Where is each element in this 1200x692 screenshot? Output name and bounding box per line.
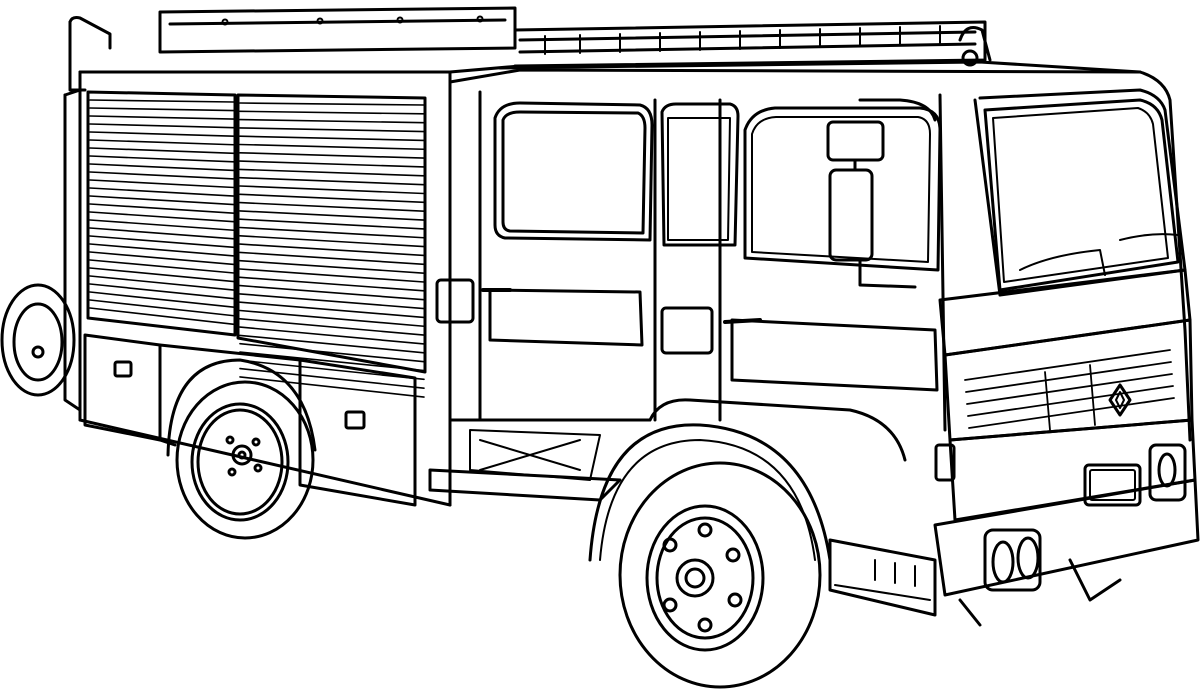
roller-shutter-right — [238, 95, 425, 372]
shutter-slat — [90, 180, 234, 188]
shutter-slat — [90, 140, 234, 145]
shutter-slat — [90, 188, 234, 196]
shutter-slat — [240, 120, 424, 123]
shutter-slat — [90, 156, 234, 162]
shutter-slat — [90, 260, 234, 273]
side-mirror — [828, 100, 935, 287]
shutter-slat — [90, 300, 234, 316]
cab-door-details — [437, 280, 937, 390]
shutter-slat — [240, 136, 424, 140]
shutter-slat — [240, 286, 424, 300]
shutter-slat — [90, 268, 234, 282]
shutter-slat — [240, 327, 424, 344]
shutter-slat — [90, 108, 234, 111]
shutter-slat — [240, 169, 424, 175]
front-wheel — [620, 463, 820, 687]
shutter-slat — [240, 294, 424, 309]
cab-window-front-door — [745, 108, 940, 270]
front-grille-side-lamp — [936, 445, 954, 480]
rear-hose-reel — [2, 285, 74, 395]
shutter-slat — [90, 292, 234, 307]
shutter-slat — [240, 128, 424, 132]
shutter-slat — [90, 212, 234, 222]
front-face — [940, 270, 1195, 520]
shutter-slat — [90, 132, 234, 136]
shutter-slat — [90, 228, 234, 239]
shutter-slat — [240, 111, 424, 114]
cab-window-middle — [662, 104, 738, 245]
shutter-slat — [90, 284, 234, 299]
shutter-slat — [240, 145, 424, 150]
shutter-slat — [240, 236, 424, 247]
shutter-slat — [240, 178, 424, 185]
rear-wheel — [168, 360, 315, 538]
shutter-slat — [240, 261, 424, 273]
shutter-slat — [240, 194, 424, 202]
shutter-slat — [90, 196, 234, 205]
shutter-slat — [240, 269, 424, 282]
roller-shutter-left — [88, 92, 235, 335]
shutter-slat — [240, 360, 424, 379]
shutter-slat — [240, 302, 424, 317]
shutter-slat — [90, 204, 234, 213]
shutter-slat — [90, 220, 234, 230]
ladder-rack — [70, 8, 990, 90]
shutter-slat — [240, 153, 424, 158]
brand-logo-icon — [1110, 385, 1130, 415]
shutter-slat — [90, 244, 234, 256]
shutter-slat — [240, 335, 424, 352]
cab-window-rear — [495, 103, 652, 240]
shutter-slat — [240, 311, 424, 327]
shutter-slat — [240, 211, 424, 220]
shutter-slat — [90, 124, 234, 128]
shutter-slat — [90, 276, 234, 290]
shutter-slat — [240, 252, 424, 264]
license-plate — [1085, 465, 1140, 505]
shutter-slat — [240, 161, 424, 167]
shutter-slat — [240, 219, 424, 229]
rear-lower-compartments — [85, 335, 415, 505]
shutter-slat — [90, 116, 234, 119]
rear-body — [65, 66, 520, 505]
shutter-slat — [90, 100, 234, 102]
shutter-slat — [90, 252, 234, 264]
ladder-rungs — [223, 17, 941, 55]
front-bumper — [935, 480, 1198, 625]
shutter-slat — [90, 164, 234, 170]
shutter-slat — [240, 277, 424, 291]
shutter-slat — [240, 319, 424, 335]
shutter-slats — [90, 100, 424, 397]
shutter-slat — [90, 172, 234, 179]
cab-lower-body — [430, 400, 935, 615]
front-grille — [965, 350, 1174, 430]
shutter-slat — [240, 103, 424, 105]
windshield — [985, 100, 1178, 290]
shutter-slat — [90, 236, 234, 247]
front-wheel-arch — [590, 425, 830, 560]
shutter-slat — [240, 344, 424, 362]
shutter-slat — [240, 352, 424, 371]
shutter-slat — [90, 148, 234, 153]
shutter-slat — [240, 228, 424, 238]
shutter-slat — [240, 186, 424, 194]
shutter-slat — [240, 244, 424, 255]
shutter-slat — [90, 308, 234, 324]
shutter-slat — [240, 377, 424, 397]
shutter-slat — [240, 203, 424, 212]
